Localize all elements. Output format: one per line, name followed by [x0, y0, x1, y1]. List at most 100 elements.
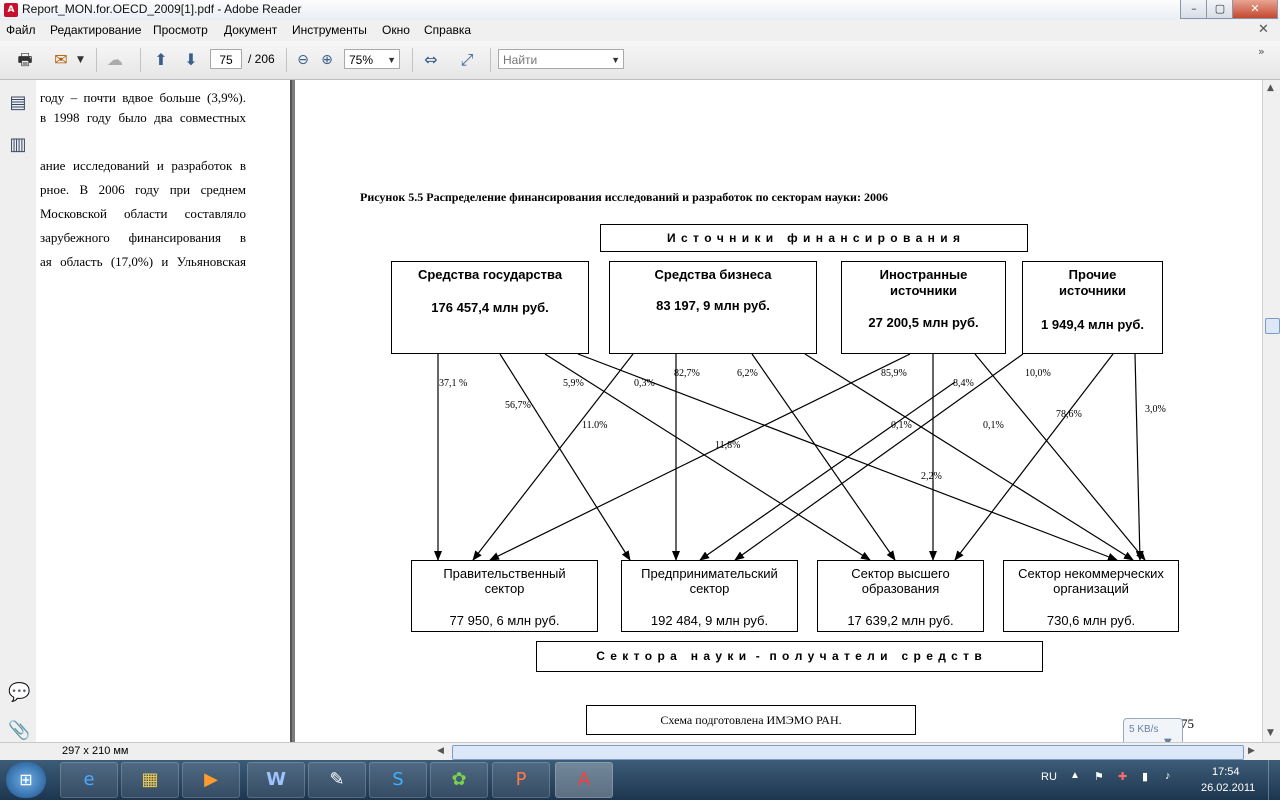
- pct-other-to-gov: 10,0%: [1025, 368, 1051, 379]
- horizontal-scroll-thumb[interactable]: [452, 745, 1244, 760]
- adobe-reader-icon: A: [4, 3, 18, 17]
- pct-gov-to-higher: 5,9%: [563, 378, 584, 389]
- arrow-foreign-to-gov: [489, 353, 911, 561]
- next-page-icon[interactable]: ⬇: [184, 50, 198, 69]
- start-button[interactable]: ⊞: [6, 762, 46, 798]
- toolbar-separator: [96, 48, 97, 72]
- scroll-left-icon[interactable]: ◀: [437, 746, 444, 756]
- recipient-amount: 730,6 млн руб.: [1046, 613, 1136, 628]
- pct-business-to-higher: 6,2%: [737, 368, 758, 379]
- menu-document[interactable]: Документ: [224, 23, 278, 37]
- menu-file[interactable]: Файл: [6, 23, 36, 37]
- menu-tools[interactable]: Инструменты: [292, 23, 367, 37]
- vertical-scrollbar[interactable]: ▲ ▼: [1262, 80, 1280, 742]
- menu-edit[interactable]: Редактирование: [50, 23, 142, 37]
- tray-volume-icon[interactable]: ♪: [1165, 770, 1171, 782]
- toolbar-expand-icon[interactable]: »: [1258, 45, 1265, 58]
- page-text-line: ая область (17,0%) и Ульяновская: [40, 254, 246, 269]
- pct-gov-to-business: 56,7%: [505, 400, 531, 411]
- bookmarks-panel-icon[interactable]: ▥: [9, 134, 27, 155]
- tray-flag-icon[interactable]: ⚑: [1094, 771, 1104, 783]
- page-text-line: Московской области составляло: [40, 206, 246, 221]
- clock-time[interactable]: 17:54: [1212, 766, 1240, 778]
- recipient-amount: 17 639,2 млн руб.: [847, 613, 954, 628]
- zoom-select[interactable]: 75% ▼: [344, 49, 400, 69]
- scroll-down-icon[interactable]: ▼: [1267, 728, 1274, 738]
- taskbar-adobe-reader-icon[interactable]: A: [555, 762, 613, 798]
- collaborate-dropdown-icon[interactable]: ▼: [77, 55, 84, 65]
- minimize-button[interactable]: –: [1180, 0, 1208, 19]
- comment-icon[interactable]: ☁: [107, 50, 123, 69]
- search-input[interactable]: Найти ▼: [498, 49, 624, 69]
- clock-date[interactable]: 26.02.2011: [1201, 782, 1256, 794]
- menu-help[interactable]: Справка: [424, 23, 472, 37]
- pct-foreign-to-business: 11,8%: [715, 440, 741, 451]
- taskbar-ie-icon[interactable]: e: [60, 762, 118, 798]
- source-box-business: Средства бизнеса 83 197, 9 млн руб.: [609, 261, 817, 354]
- page-number-label: 75: [1181, 716, 1194, 731]
- taskbar-media-player-icon[interactable]: ▶: [182, 762, 240, 798]
- vertical-scroll-thumb[interactable]: [1265, 318, 1280, 334]
- search-dropdown-icon: ▼: [611, 55, 620, 65]
- source-name: Средства государства: [417, 267, 563, 282]
- arrow-other-to-business: [734, 353, 1024, 561]
- menu-window[interactable]: Окно: [382, 23, 410, 37]
- print-icon[interactable]: 🖶: [17, 50, 33, 69]
- taskbar: ⊞ e ▦ ▶ W ✎ S ✿ P A RU ▲ ⚑ ✚ ▮ ♪ 17:54 2…: [0, 760, 1280, 800]
- attachments-panel-icon[interactable]: 📎: [8, 720, 31, 741]
- recipient-box-nonprofit: Сектор некоммерческих организаций 730,6 …: [1003, 560, 1179, 632]
- scroll-right-icon[interactable]: ▶: [1248, 746, 1255, 756]
- arrow-gov-to-business: [499, 353, 631, 561]
- previous-page: году – почти вдвое больше (3,9%). в 1998…: [36, 80, 292, 742]
- page-number-input[interactable]: 75: [210, 49, 242, 69]
- show-desktop-button[interactable]: [1268, 760, 1280, 800]
- close-button[interactable]: ✕: [1232, 0, 1278, 19]
- toolbar-separator: [140, 48, 141, 72]
- zoom-value: 75%: [349, 53, 374, 67]
- arrow-business-to-higher: [751, 353, 896, 561]
- taskbar-skype-icon[interactable]: S: [369, 762, 427, 798]
- taskbar-icq-icon[interactable]: ✿: [430, 762, 488, 798]
- taskbar-explorer-icon[interactable]: ▦: [121, 762, 179, 798]
- taskbar-word-icon[interactable]: W: [247, 762, 305, 798]
- tray-signal-icon[interactable]: ▮: [1142, 771, 1149, 783]
- zoom-in-icon[interactable]: ⊕: [321, 52, 333, 68]
- collaborate-icon[interactable]: ✉: [54, 50, 68, 69]
- recipient-name: Сектор высшего образования: [851, 566, 950, 596]
- fit-page-icon[interactable]: ⇔: [424, 50, 438, 69]
- recipient-name: Правительственный сектор: [443, 566, 566, 596]
- pct-foreign-to-nonprofit: 0,1%: [983, 420, 1004, 431]
- arrow-other-to-higher: [954, 353, 1114, 561]
- full-screen-icon[interactable]: ⤢: [460, 50, 474, 69]
- taskbar-powerpoint-icon[interactable]: P: [492, 762, 550, 798]
- source-box-other: Прочие источники 1 949,4 млн руб.: [1022, 261, 1163, 354]
- pages-panel-icon[interactable]: ▤: [9, 92, 27, 113]
- pct-foreign-to-gov: 85,9%: [881, 368, 907, 379]
- zoom-out-icon[interactable]: ⊖: [297, 52, 309, 68]
- tray-antivirus-icon[interactable]: ✚: [1118, 771, 1128, 783]
- page-size-label: 297 x 210 мм: [62, 745, 129, 757]
- pct-other-to-higher: 78,6%: [1056, 409, 1082, 420]
- source-amount: 27 200,5 млн руб.: [868, 315, 979, 330]
- arrow-business-to-gov: [472, 353, 634, 561]
- tray-expand-icon[interactable]: ▲: [1070, 770, 1080, 781]
- previous-page-icon[interactable]: ⬆: [154, 50, 168, 69]
- toolbar-separator: [412, 48, 413, 72]
- arrow-business-to-nonprofit: [804, 353, 1134, 561]
- zoom-dropdown-icon: ▼: [387, 55, 396, 65]
- maximize-button[interactable]: ▢: [1206, 0, 1234, 19]
- menu-view[interactable]: Просмотр: [153, 23, 208, 37]
- scroll-up-icon[interactable]: ▲: [1267, 83, 1274, 93]
- source-box-foreign: Иностранные источники 27 200,5 млн руб.: [841, 261, 1006, 354]
- close-document-icon[interactable]: ✕: [1258, 22, 1269, 37]
- navigation-panel: ▤ ▥ 💬 📎: [0, 80, 37, 742]
- language-indicator[interactable]: RU: [1041, 771, 1057, 783]
- title-bar: A Report_MON.for.OECD_2009[1].pdf - Adob…: [0, 0, 1280, 21]
- toolbar: 🖶 ✉ ▼ ☁ ⬆ ⬇ 75 / 206 ⊖ ⊕ 75% ▼ ⇔ ⤢ Найти…: [0, 41, 1280, 80]
- pct-gov-to-nonprofit: 0,3%: [634, 378, 655, 389]
- taskbar-tool-icon[interactable]: ✎: [308, 762, 366, 798]
- flow-arrows: [434, 353, 1146, 561]
- comments-panel-icon[interactable]: 💬: [8, 682, 31, 703]
- source-name: Иностранные источники: [879, 267, 968, 298]
- page-text-line: ание исследований и разработок в: [40, 158, 246, 173]
